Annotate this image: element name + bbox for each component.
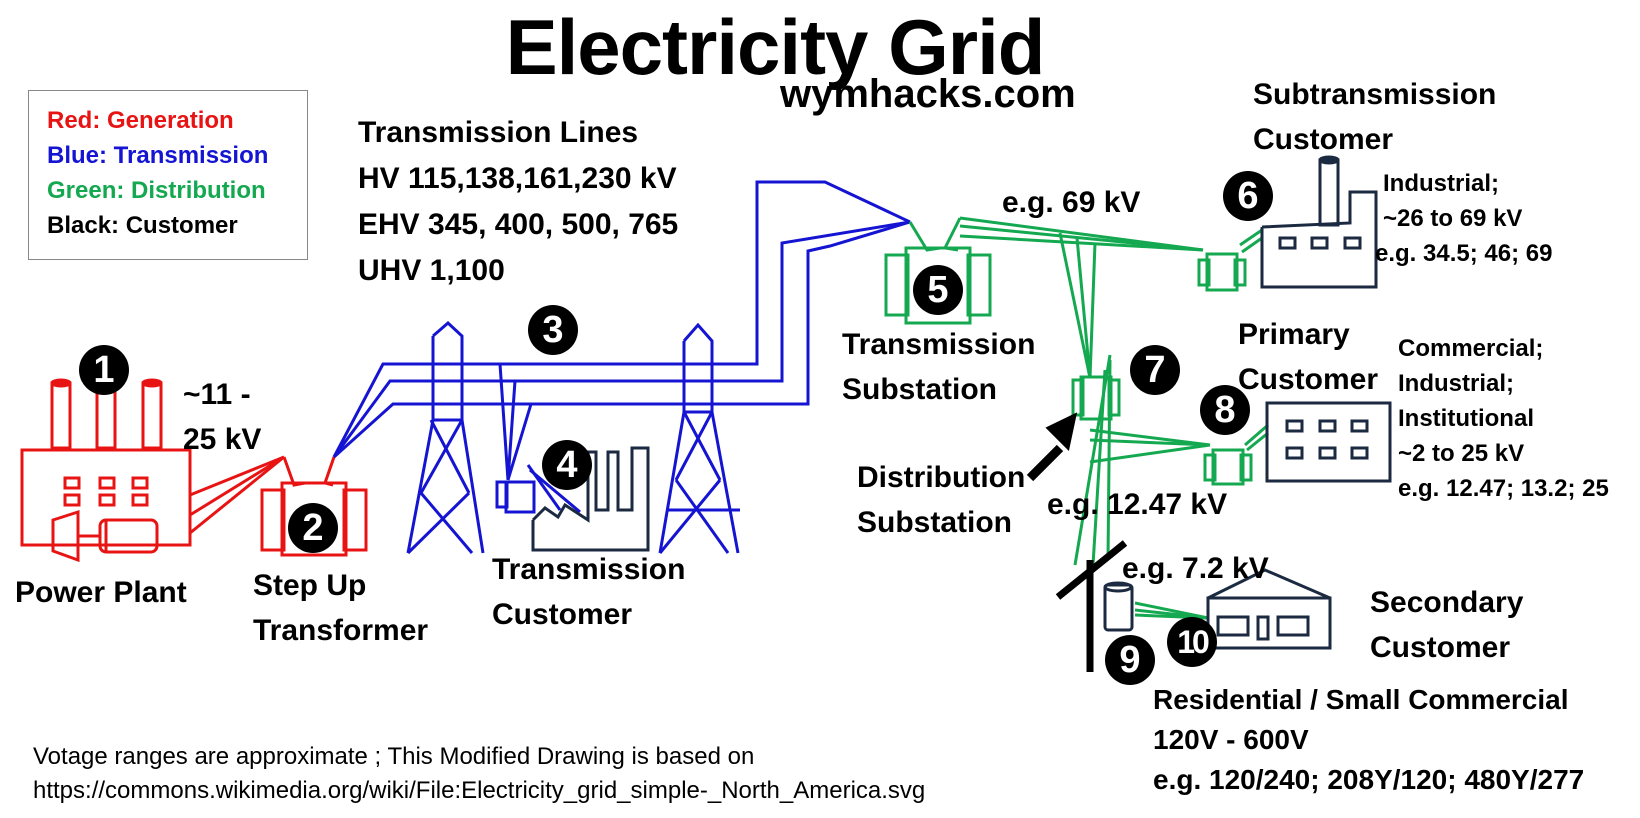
power-plant-icon (20, 378, 285, 563)
primary-customer-line-1: Primary (1238, 318, 1350, 351)
primary-detail-4: ~2 to 25 kV (1398, 440, 1525, 467)
subtransmission-customer-icon (1260, 155, 1378, 289)
badge-9: 9 (1105, 635, 1155, 685)
voltage-12-47kv: e.g. 12.47 kV (1047, 488, 1228, 521)
badge-7: 7 (1130, 345, 1180, 395)
transmission-lines-heading: Transmission Lines (358, 116, 639, 149)
arrow-icon (1026, 412, 1078, 482)
secondary-customer-line-1: Secondary (1370, 586, 1524, 619)
subtransmission-line-2: Customer (1253, 123, 1394, 156)
transmission-customer-line-2: Customer (492, 598, 633, 631)
label-secondary-customer: Secondary Customer (1370, 580, 1523, 670)
page-title: Electricity Grid (505, 3, 1046, 91)
step-up-line-1: Step Up (253, 569, 367, 602)
distribution-lines (959, 216, 1269, 620)
power-plant-voltage-line-2: 25 kV (183, 423, 262, 456)
badge-5: 5 (913, 265, 963, 315)
transmission-level-uhv: UHV 1,100 (358, 254, 505, 287)
label-transmission-substation: Transmission Substation (842, 322, 1035, 412)
transmission-lines (332, 180, 911, 555)
distribution-substation-line-1: Distribution (857, 461, 1026, 494)
pole-icon (1055, 540, 1134, 672)
primary-detail-3: Institutional (1398, 405, 1534, 432)
badge-2: 2 (288, 503, 338, 553)
badge-10: 10 (1167, 617, 1217, 667)
transmission-customer-line-1: Transmission (492, 553, 686, 586)
label-distribution-substation: Distribution Substation (857, 455, 1025, 545)
page-subtitle: wymhacks.com (780, 72, 1076, 116)
badge-4: 4 (542, 440, 592, 490)
secondary-detail-2: 120V - 600V (1153, 724, 1309, 755)
primary-customer-details: Commercial; Industrial; Institutional ~2… (1398, 331, 1609, 506)
badge-6: 6 (1223, 171, 1273, 221)
transmission-customer-icon (531, 446, 650, 552)
subtransmission-detail-2: ~26 to 69 kV (1383, 205, 1523, 232)
secondary-customer-details: Residential / Small Commercial 120V - 60… (1153, 680, 1584, 800)
power-plant-voltage-line-1: ~11 - (183, 378, 251, 411)
primary-detail-1: Commercial; (1398, 335, 1544, 362)
footnote-source-link[interactable]: https://commons.wikimedia.org/wiki/File:… (33, 777, 926, 804)
transmission-lines-info: Transmission Lines HV 115,138,161,230 kV… (358, 110, 678, 294)
subtransmission-detail-1: Industrial; (1383, 170, 1500, 197)
legend: Red: Generation Blue: Transmission Green… (28, 90, 308, 260)
legend-generation: Red: Generation (47, 107, 234, 134)
primary-detail-5: e.g. 12.47; 13.2; 25 (1398, 475, 1609, 502)
transmission-substation-line-2: Substation (842, 373, 997, 406)
subtransmission-details: Industrial; ~26 to 69 kV e.g. 34.5; 46; … (1375, 166, 1552, 271)
transmission-substation-icon (884, 217, 992, 325)
legend-distribution: Green: Distribution (47, 177, 266, 204)
footnote-line-1: Votage ranges are approximate ; This Mod… (33, 743, 755, 770)
transmission-level-ehv: EHV 345, 400, 500, 765 (358, 208, 679, 241)
primary-detail-2: Industrial; (1398, 370, 1515, 397)
badge-1: 1 (79, 345, 129, 395)
label-primary-customer: Primary Customer (1238, 312, 1378, 402)
voltage-7-2kv: e.g. 7.2 kV (1122, 552, 1269, 585)
step-up-line-2: Transformer (253, 614, 429, 647)
label-subtransmission-customer: Subtransmission Customer (1253, 72, 1496, 162)
transmission-level-hv: HV 115,138,161,230 kV (358, 162, 677, 195)
label-transmission-customer: Transmission Customer (492, 547, 685, 637)
label-step-up-transformer: Step Up Transformer (253, 563, 428, 653)
legend-customer: Black: Customer (47, 212, 238, 239)
primary-customer-icon (1265, 401, 1392, 483)
transmission-substation-line-1: Transmission (842, 328, 1036, 361)
distribution-substation-line-2: Substation (857, 506, 1012, 539)
power-plant-voltage: ~11 - 25 kV (183, 372, 261, 462)
footnote: Votage ranges are approximate ; This Mod… (33, 740, 925, 808)
voltage-69kv: e.g. 69 kV (1002, 186, 1141, 219)
secondary-detail-1: Residential / Small Commercial (1153, 684, 1569, 715)
primary-customer-line-2: Customer (1238, 363, 1379, 396)
legend-transmission: Blue: Transmission (47, 142, 269, 169)
secondary-customer-line-2: Customer (1370, 631, 1511, 664)
secondary-detail-3: e.g. 120/240; 208Y/120; 480Y/277 (1153, 764, 1585, 795)
badge-3: 3 (528, 305, 578, 355)
badge-8: 8 (1200, 385, 1250, 435)
subtransmission-line-1: Subtransmission (1253, 78, 1497, 111)
label-power-plant: Power Plant (15, 576, 187, 609)
subtransmission-detail-3: e.g. 34.5; 46; 69 (1375, 240, 1553, 267)
step-up-transformer-icon (260, 456, 368, 557)
